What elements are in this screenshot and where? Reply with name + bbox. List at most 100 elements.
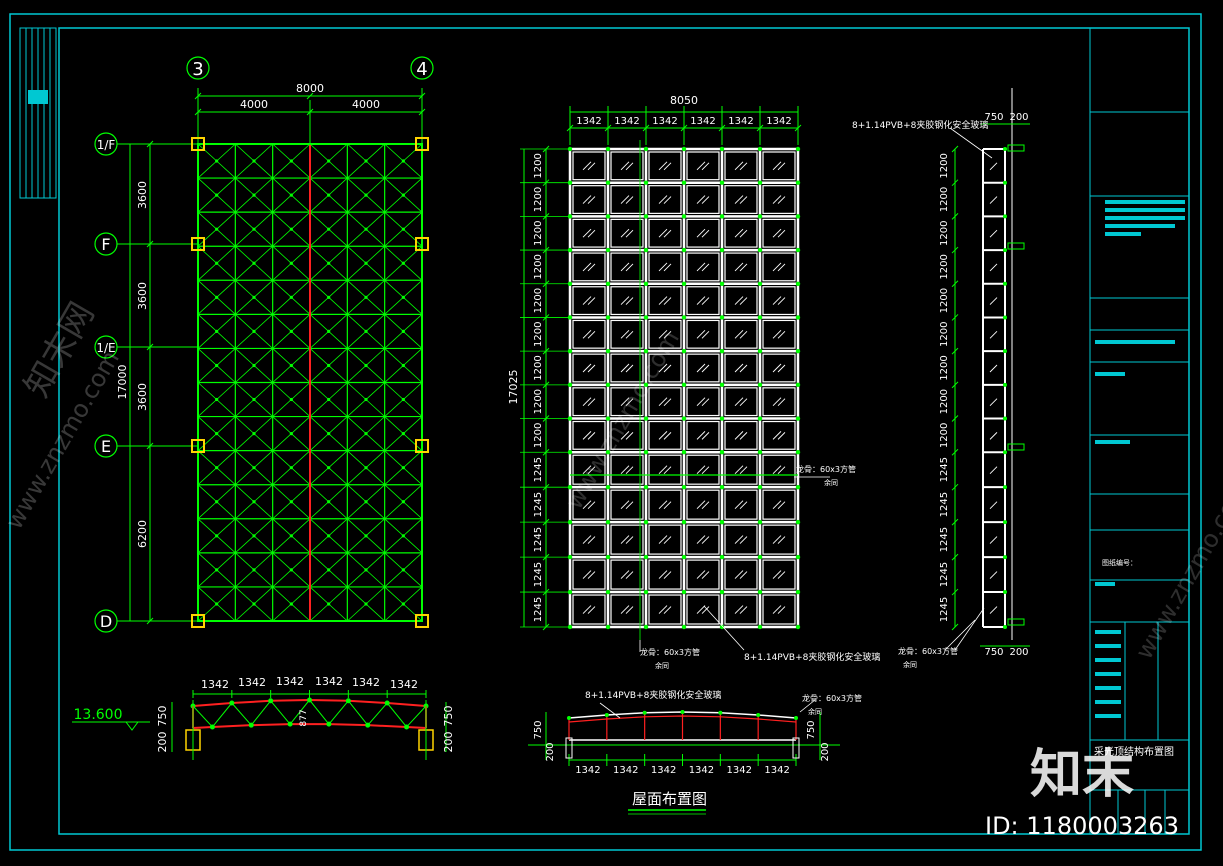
glass-hatch	[772, 262, 782, 272]
keel-node	[795, 484, 801, 490]
glass-hatch	[582, 465, 592, 475]
glass-panel	[648, 387, 682, 417]
truss-node	[364, 466, 368, 470]
truss-node	[215, 227, 219, 231]
side-dim-y-label: 1200	[939, 153, 950, 178]
side-dim-y-label: 1245	[939, 562, 950, 587]
roof-section-note-keel: 龙骨：60x3方管	[802, 693, 862, 703]
side-leader-glass	[949, 127, 993, 159]
side-note-keel-sub: 余同	[903, 660, 917, 669]
glass-hatch	[701, 229, 710, 238]
keel-node	[605, 554, 611, 560]
keel-node	[795, 519, 801, 525]
axis-label-3: 3	[192, 59, 203, 80]
keel-node	[643, 348, 649, 354]
truss-node	[289, 568, 293, 572]
side-dim-bottom-750: 750	[984, 647, 1003, 658]
side-node	[1003, 520, 1007, 525]
glass-hatch	[663, 196, 672, 204]
plan-dim-y-1: 3600	[136, 181, 149, 209]
glass-panel	[724, 353, 758, 383]
truss-node	[215, 397, 219, 402]
side-leader-keel	[944, 619, 976, 651]
roof-dim-tick	[542, 623, 550, 631]
glass-panel	[572, 319, 606, 349]
glass-hatch	[658, 500, 668, 509]
keel-node	[681, 315, 687, 320]
roof-section-leader	[599, 702, 621, 719]
keel-node	[757, 348, 763, 354]
side-dim-y-label: 1200	[939, 355, 950, 380]
glass-panel	[610, 353, 644, 383]
glass-hatch	[587, 330, 596, 339]
glass-hatch	[696, 431, 706, 440]
glass-panel	[648, 218, 682, 248]
truss-border	[197, 143, 423, 622]
glass-hatch	[663, 297, 672, 305]
roof-section-node	[756, 713, 761, 717]
glass-hatch	[663, 432, 672, 440]
keel-node	[567, 315, 573, 320]
keel-node	[605, 416, 611, 421]
keel-node	[757, 624, 763, 630]
section-web	[192, 705, 213, 728]
keel-node	[567, 554, 573, 560]
roof-dim-x-label: 1342	[614, 116, 639, 127]
truss-node	[401, 397, 405, 402]
glass-hatch	[620, 397, 630, 407]
roof-section-note-glass: 8+1.14PVB+8夹胶钢化安全玻璃	[585, 689, 721, 701]
glass-panel	[724, 594, 758, 625]
glass-panel	[648, 252, 682, 282]
truss-node	[364, 329, 368, 333]
section-node	[268, 698, 274, 704]
glass-panel	[648, 454, 682, 485]
glass-hatch	[777, 571, 786, 579]
keel-node	[795, 281, 801, 286]
dim-tick	[306, 108, 314, 116]
glass-panel	[724, 185, 758, 214]
truss-node	[289, 363, 293, 368]
glass-panel	[762, 559, 796, 590]
glass-hatch	[701, 263, 710, 272]
axis-bubble-3	[186, 56, 210, 80]
glass-panel	[610, 387, 644, 417]
keel-node	[795, 624, 801, 630]
glass-hatch	[772, 570, 782, 579]
side-dim-y-label: 1200	[939, 322, 950, 347]
glass-panel	[610, 524, 644, 555]
section-bottom-chord	[192, 723, 427, 729]
truss-node	[289, 295, 293, 299]
glass-roof-side-view: 1200120012001200120012001200120012001245…	[939, 88, 1030, 651]
glass-hatch	[582, 296, 592, 305]
side-dim-y-label: 1200	[939, 288, 950, 313]
truss-node	[364, 568, 368, 572]
glass-hatch	[696, 262, 706, 272]
keel-node	[719, 214, 725, 219]
glass-hatch	[701, 162, 710, 171]
side-glass-hatch	[989, 229, 998, 238]
keel-node	[719, 348, 725, 354]
glass-panel	[686, 286, 720, 316]
glass-panel	[648, 489, 682, 520]
glass-hatch	[772, 195, 782, 204]
truss-node	[327, 295, 331, 299]
glass-panel	[686, 185, 720, 214]
keel-node	[681, 484, 687, 490]
keel-node	[795, 450, 801, 455]
keel-node	[757, 416, 763, 421]
glass-panel	[686, 252, 720, 282]
roof-dim-tick	[542, 518, 550, 526]
roof-section-node	[604, 713, 609, 717]
side-dim-tick	[951, 588, 959, 596]
roof-section-height-right: 750	[806, 720, 817, 739]
truss-node	[401, 227, 405, 231]
glass-panel	[572, 185, 606, 214]
glass-hatch	[658, 262, 668, 272]
glass-hatch	[625, 501, 634, 509]
glass-hatch	[587, 606, 596, 614]
truss-node	[327, 602, 331, 606]
glass-hatch	[625, 536, 634, 544]
roof-dim-tick	[542, 483, 550, 491]
truss-node	[289, 602, 293, 606]
roof-section-base-right: 200	[820, 742, 831, 761]
